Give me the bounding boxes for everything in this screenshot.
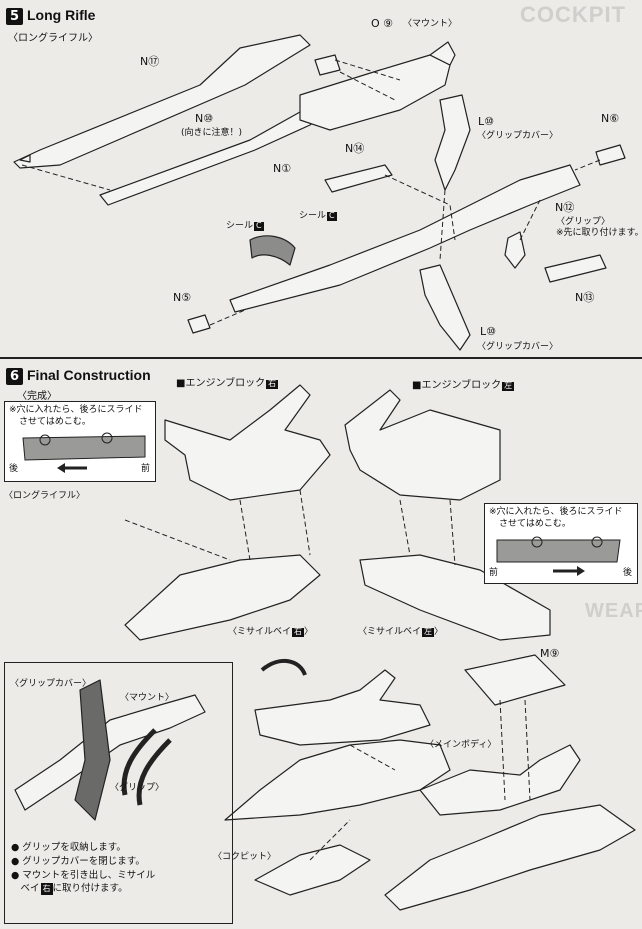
note-4: ベイ右に取り付けます。 [11, 883, 128, 895]
engine-block-right-label: ■エンジンブロック右 [176, 378, 279, 389]
main-body-label: 〈メインボディ〉 [425, 740, 497, 750]
part-label-n17: N⑰ [140, 55, 160, 68]
part-label-n10: N⑩ [195, 112, 214, 125]
note-2: ● グリップカバーを閉じます。 [11, 855, 145, 867]
seal-c-marker-2: C [254, 221, 264, 231]
part-label-m9: M⑨ [540, 647, 560, 660]
step-subtitle-complete: 〈完成〉 [17, 391, 57, 402]
grip-label: 〈グリップ〉 [110, 783, 165, 793]
part-label-l10-bottom: L⑩ [480, 325, 496, 338]
long-rifle-label: 〈ロングライフル〉 [4, 491, 86, 501]
part-label-grip: 〈グリップ〉 [556, 217, 611, 227]
part-label-n6: N⑥ [601, 112, 620, 125]
part-label-n14: N⑭ [345, 142, 365, 155]
step-number-5: 5 [6, 8, 23, 25]
part-label-n1: N① [273, 162, 292, 175]
cockpit-label: 〈コクピット〉 [213, 852, 277, 862]
note-3: ● マウントを引き出し、ミサイル [11, 869, 156, 881]
mark-right-2: 右 [292, 627, 305, 637]
engine-block-left-label: ■エンジンブロック左 [412, 380, 515, 391]
callout-back-2: 後 [623, 568, 633, 578]
callout-2-illustration [496, 536, 621, 576]
part-label-grip-cover-bottom: 〈グリップカバー〉 [477, 342, 559, 352]
part-label-n13: N⑬ [575, 291, 595, 304]
mark-right-3: 右 [40, 883, 53, 895]
mount-label: 〈マウント〉 [120, 693, 175, 703]
part-label-n5: N⑤ [173, 291, 192, 304]
bg-heading-weap: WEAP [585, 600, 642, 622]
callout-text-2b: させてはめこむ。 [499, 519, 571, 529]
part-label-n10-note: (向きに注意！) [181, 128, 243, 138]
assembly-notes: ● グリップを収納します。 ● グリップカバーを閉じます。 ● マウントを引き出… [11, 841, 155, 896]
part-label-grip-cover-top: 〈グリップカバー〉 [477, 131, 559, 141]
bg-heading-cockpit: COCKPIT [520, 2, 626, 27]
step-title-final-construction: Final Construction [27, 367, 151, 383]
part-label-mount: 〈マウント〉 [403, 19, 458, 29]
callout-text-1a: ※穴に入れたら、後ろにスライド [9, 405, 143, 415]
missile-bay-left-label: 〈ミサイルベイ左〉 [358, 627, 444, 637]
note-1: ● グリップを収納します。 [11, 842, 126, 853]
slide-callout-right: ※穴に入れたら、後ろにスライド させてはめこむ。 後 前 [4, 401, 156, 482]
part-label-l10-top: L⑩ [478, 115, 494, 128]
step-number-6: 6 [6, 368, 23, 385]
callout-front-2: 前 [489, 568, 499, 578]
part-label-o9: O ⑨ [371, 17, 394, 30]
step-title-long-rifle: Long Rifle [27, 7, 96, 23]
grip-cover-label: 〈グリップカバー〉 [10, 679, 92, 689]
grip-detail-callout: 〈グリップカバー〉 〈マウント〉 〈グリップ〉 ● グリップを収納します。 ● … [4, 662, 233, 924]
step-subtitle-long-rifle: 〈ロングライフル〉 [8, 33, 98, 44]
slide-callout-left: ※穴に入れたら、後ろにスライド させてはめこむ。 前 後 [484, 503, 638, 584]
seal-c-marker: C [327, 211, 337, 221]
mark-left-2: 左 [422, 627, 435, 637]
part-label-n12: N⑫ [555, 201, 575, 214]
mark-left: 左 [502, 381, 515, 391]
mark-right: 右 [266, 379, 279, 389]
part-label-grip-note: ※先に取り付けます。 [556, 228, 642, 238]
callout-front-1: 前 [141, 464, 151, 474]
callout-1-illustration [22, 432, 146, 473]
callout-text-1b: させてはめこむ。 [19, 417, 91, 427]
missile-bay-right-label: 〈ミサイルベイ右〉 [228, 627, 314, 637]
callout-back-1: 後 [9, 464, 19, 474]
callout-text-2a: ※穴に入れたら、後ろにスライド [489, 507, 623, 517]
